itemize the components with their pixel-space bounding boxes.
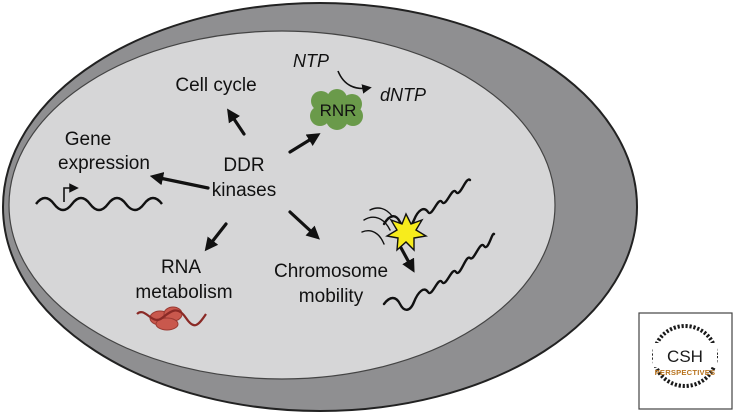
transcription-start-arrow bbox=[63, 183, 79, 202]
rna-metabolism-label-line1: RNA bbox=[161, 257, 201, 278]
arrow-to-rnr bbox=[288, 133, 321, 154]
logo-line2: PERSPECTIVES bbox=[655, 368, 716, 377]
chromosome-mobility-label-line1: Chromosome bbox=[274, 261, 388, 282]
ntp-to-dntp-arrow bbox=[337, 70, 372, 94]
arrow-to-cell-cycle bbox=[227, 108, 246, 136]
csh-perspectives-logo: CSH PERSPECTIVES bbox=[638, 312, 733, 410]
rna-protein-complex bbox=[136, 306, 207, 331]
damaged-chromosome bbox=[361, 178, 496, 311]
dna-damage-star bbox=[385, 212, 428, 252]
logo-line1: CSH bbox=[667, 347, 703, 366]
rnr-enzyme bbox=[310, 89, 363, 130]
rna-metabolism-label-line2: metabolism bbox=[135, 282, 232, 303]
arrow-to-gene-expression bbox=[149, 172, 210, 190]
gene-expression-label-line2: expression bbox=[58, 153, 150, 174]
arrow-to-chromosome-mobility bbox=[288, 210, 320, 240]
dntp-label: dNTP bbox=[380, 85, 426, 105]
gene-dna-strand bbox=[35, 196, 163, 212]
damage-movement-arrow bbox=[398, 245, 415, 273]
rnr-label: RNR bbox=[320, 101, 357, 120]
ddr-kinases-label-line1: DDR bbox=[223, 155, 264, 176]
motion-line-2 bbox=[363, 216, 391, 231]
motion-line-3 bbox=[361, 230, 385, 245]
chromosome-mobility-label-line2: mobility bbox=[299, 286, 364, 307]
chromosome-strand-upper bbox=[382, 178, 472, 229]
gene-expression-label-line1: Gene bbox=[65, 129, 111, 150]
ddr-kinases-label-line2: kinases bbox=[212, 180, 276, 201]
ntp-label: NTP bbox=[293, 51, 329, 71]
motion-line-1 bbox=[369, 207, 393, 217]
chromosome-strand-lower bbox=[382, 232, 496, 311]
arrow-to-rna-metabolism bbox=[204, 222, 228, 252]
cell-cycle-label: Cell cycle bbox=[175, 75, 256, 96]
arrows bbox=[149, 108, 321, 252]
